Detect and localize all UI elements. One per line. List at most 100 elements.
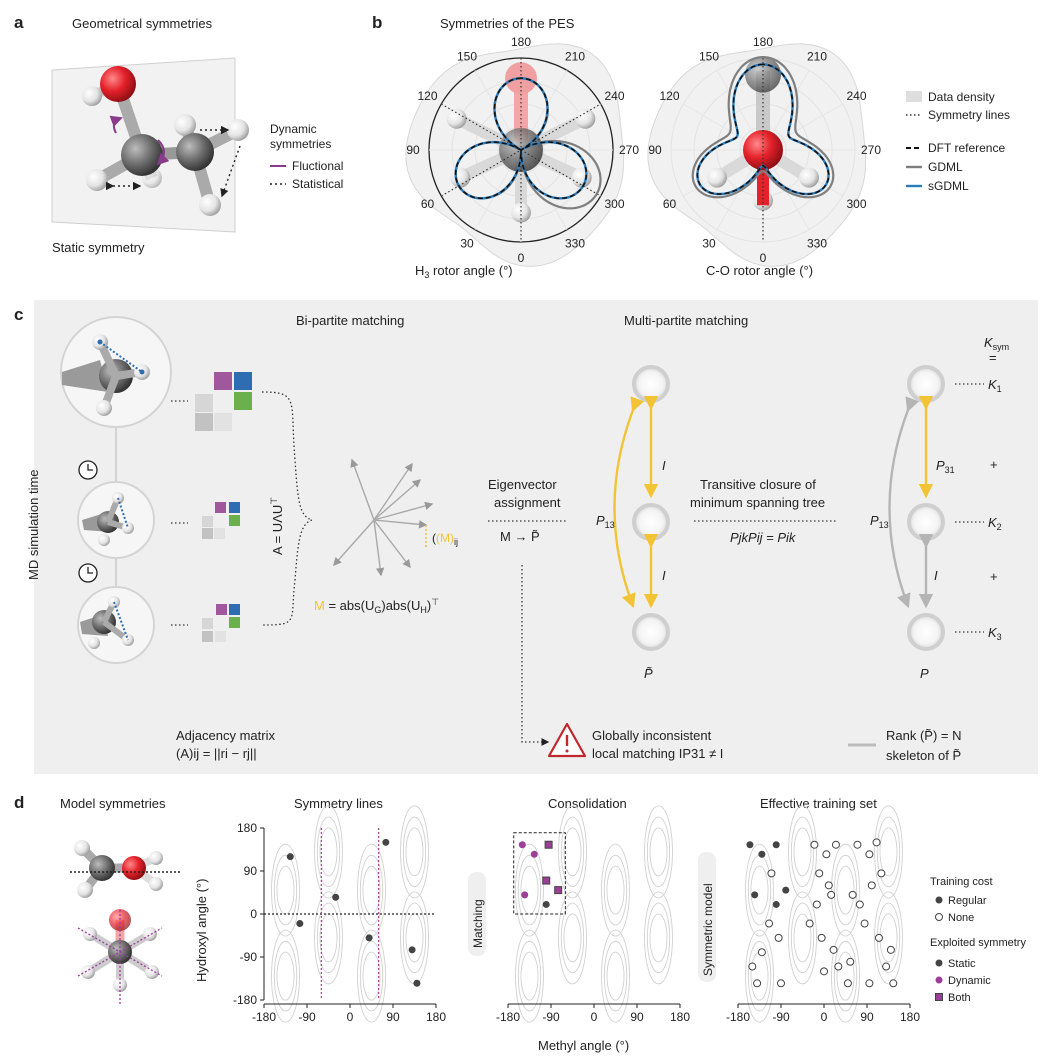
panel-b-title: Symmetries of the PES (440, 16, 575, 31)
x-tick-label: 180 (426, 1010, 446, 1024)
data-point-none (846, 957, 855, 966)
data-point-none (810, 840, 819, 849)
angle-tick-label: 270 (861, 143, 881, 157)
bipartite-title: Bi-partite matching (296, 313, 404, 328)
warning-line-2: local matching IP31 ≠ I (592, 746, 723, 761)
dft-curve (696, 63, 830, 195)
contour (276, 951, 295, 1001)
contour (273, 854, 298, 926)
data-point-none (834, 962, 843, 971)
eig-line-1: Eigenvector (488, 477, 557, 492)
contour (359, 940, 384, 1012)
eigenvector-bundle (333, 458, 434, 577)
data-point-none (757, 948, 766, 957)
contour (402, 902, 427, 974)
dynamic-title-1: Dynamic (270, 122, 317, 136)
legend-gdml: GDML (928, 160, 963, 174)
panel-d-letter: d (14, 793, 24, 812)
data-point-none (817, 933, 826, 942)
contour (563, 913, 582, 963)
ptilde-label: P̃ (644, 666, 653, 681)
m-ij-label: ((M)ij (432, 531, 458, 547)
cost-title: Training cost (930, 876, 993, 888)
contour (606, 951, 625, 1001)
data-point-none (812, 900, 821, 909)
data-point-none (872, 838, 881, 847)
i-label-3: I (934, 568, 938, 583)
p13-label-right: P13 (870, 513, 889, 530)
exploit-dynamic: Dynamic (948, 975, 991, 987)
angle-tick-label: 270 (619, 143, 639, 157)
data-point-none (843, 979, 852, 988)
angle-tick-label: 90 (406, 143, 420, 157)
clock-icon (78, 460, 98, 480)
contour (788, 805, 817, 899)
adjacency-matrix-3 (202, 604, 240, 642)
contour (271, 843, 300, 937)
data-point-regular (758, 850, 766, 858)
oxygen-atom (100, 66, 136, 102)
x-tick-label: -180 (496, 1010, 520, 1024)
exploit-title: Exploited symmetry (930, 937, 1026, 949)
data-point-none (748, 962, 757, 971)
trans-line-2: minimum spanning tree (690, 495, 825, 510)
symmetry-lines-title: Symmetry lines (294, 796, 383, 811)
panel-c: c Bi-partite matching Multi-partite matc… (14, 300, 1038, 774)
static-symmetry-label: Static symmetry (52, 240, 145, 255)
contour (601, 929, 630, 1023)
angle-tick-label: 30 (702, 237, 716, 251)
data-point-none (827, 890, 836, 899)
panel-b-legend: Data density Symmetry lines DFT referenc… (906, 90, 1010, 193)
model-molecule-top (70, 840, 180, 898)
data-point-none (877, 869, 886, 878)
data-point-none (860, 919, 869, 928)
plus-2: + (990, 569, 998, 584)
panel-b-letter: b (372, 13, 382, 32)
contour (601, 843, 630, 937)
matching-tag-text: Matching (471, 899, 485, 948)
data-point-both (554, 886, 563, 895)
ksym-label: Ksym (984, 335, 1009, 352)
adjacency-matrix-1 (195, 372, 252, 431)
contour (316, 816, 341, 888)
polar-right-xlabel: C-O rotor angle (°) (706, 263, 813, 278)
data-point-none (831, 840, 840, 849)
contour (606, 865, 625, 915)
contour (560, 816, 585, 888)
data-point-static (332, 893, 340, 901)
adjacency-matrix-2 (202, 502, 240, 539)
cost-regular: Regular (948, 895, 987, 907)
data-point-none (777, 979, 785, 988)
contour (745, 929, 774, 1023)
contour (520, 951, 539, 1001)
angle-tick-label: 0 (760, 251, 767, 265)
eig-line-2: assignment (494, 495, 561, 510)
data-point-none (765, 919, 774, 928)
x-tick-label: 0 (821, 1010, 828, 1024)
angle-tick-label: 300 (846, 197, 866, 211)
p-label: P (920, 666, 929, 681)
legend-dynamic-marker (935, 976, 943, 984)
data-point-regular (782, 886, 790, 894)
data-point-none (853, 840, 862, 849)
angle-tick-label: 30 (460, 237, 474, 251)
contour (314, 891, 343, 985)
data-point-static (382, 838, 390, 846)
consolidation-box (513, 832, 566, 915)
contour (831, 843, 860, 937)
data-point-regular (746, 841, 754, 849)
legend-statistical: Statistical (292, 177, 343, 191)
y-tick-label: 90 (244, 864, 258, 878)
y-tick-label: -90 (240, 950, 258, 964)
warning-line-1: Globally inconsistent (592, 728, 712, 743)
contour (560, 902, 585, 974)
data-point-regular (772, 900, 780, 908)
data-point-none (889, 979, 898, 988)
data-point-none (815, 869, 824, 878)
contour (644, 805, 673, 899)
contour (271, 929, 300, 1023)
data-point-static (408, 946, 416, 954)
legend-static-marker (935, 959, 943, 967)
k1-label: K1 (988, 377, 1002, 394)
